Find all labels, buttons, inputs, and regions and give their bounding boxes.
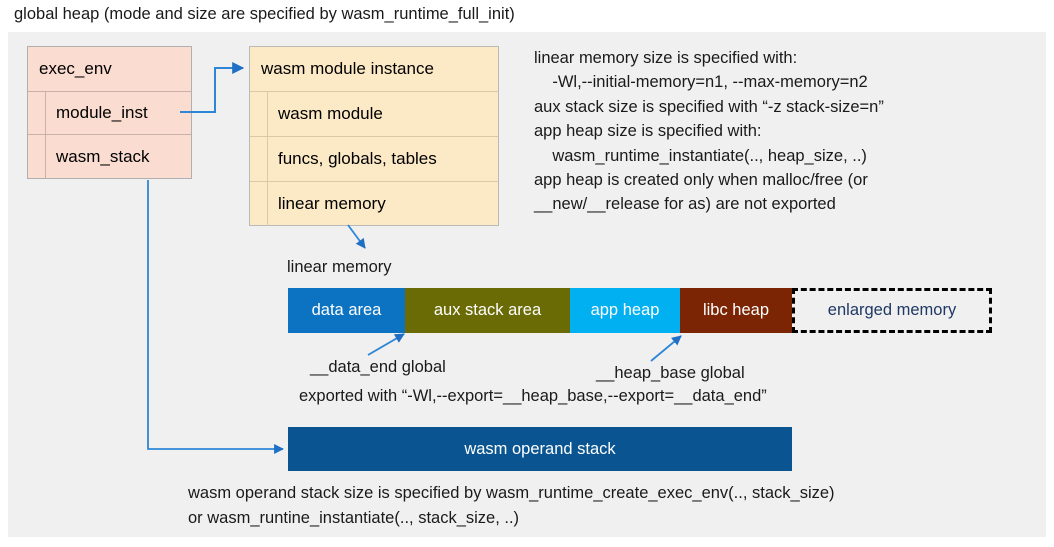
indent-column [28, 92, 46, 134]
memory-segment-app-heap: app heap [570, 288, 680, 333]
module-instance-field-linear-memory: linear memory [250, 182, 498, 226]
wasm-operand-stack-bar: wasm operand stack [288, 427, 792, 471]
module-instance-field-wasm-module: wasm module [250, 92, 498, 137]
exec-env-field-module-inst-label: module_inst [56, 103, 148, 122]
memory-segment-libc-heap: libc heap [680, 288, 792, 333]
indent-column [250, 182, 268, 226]
memory-segment-aux-stack-area: aux stack area [405, 288, 570, 333]
module-instance-field-wasm-module-label: wasm module [278, 104, 383, 123]
wasm-operand-stack-label: wasm operand stack [464, 439, 616, 458]
indent-column [250, 92, 268, 136]
module-instance-header-label: wasm module instance [261, 59, 434, 78]
page-title: global heap (mode and size are specified… [14, 5, 515, 23]
module-instance-field-funcs-globals-tables-label: funcs, globals, tables [278, 149, 437, 168]
linear-memory-notes: linear memory size is specified with: -W… [534, 49, 884, 214]
exec-env-field-wasm-stack: wasm_stack [28, 135, 191, 178]
operand-stack-notes: wasm operand stack size is specified by … [188, 484, 835, 527]
annotation-exported-with: exported with “-Wl,--export=__heap_base,… [299, 387, 767, 405]
exec-env-header-row: exec_env [28, 47, 191, 92]
wasm-module-instance-box: wasm module instance wasm module funcs, … [249, 46, 499, 226]
indent-column [250, 137, 268, 181]
memory-segment-enlarged-memory: enlarged memory [792, 288, 992, 333]
memory-segment-data-area: data area [288, 288, 405, 333]
exec-env-field-wasm-stack-label: wasm_stack [56, 146, 150, 166]
indent-column [28, 135, 46, 178]
module-instance-header-row: wasm module instance [250, 47, 498, 92]
exec-env-field-module-inst: module_inst [28, 92, 191, 135]
annotation-data-end: __data_end global [310, 358, 446, 376]
annotation-heap-base: __heap_base global [596, 364, 745, 382]
module-instance-field-funcs-globals-tables: funcs, globals, tables [250, 137, 498, 182]
module-instance-field-linear-memory-label: linear memory [278, 194, 386, 213]
exec-env-header-label: exec_env [39, 59, 112, 78]
exec-env-box: exec_env module_inst wasm_stack [27, 46, 192, 179]
linear-memory-bar-label: linear memory [287, 258, 392, 276]
